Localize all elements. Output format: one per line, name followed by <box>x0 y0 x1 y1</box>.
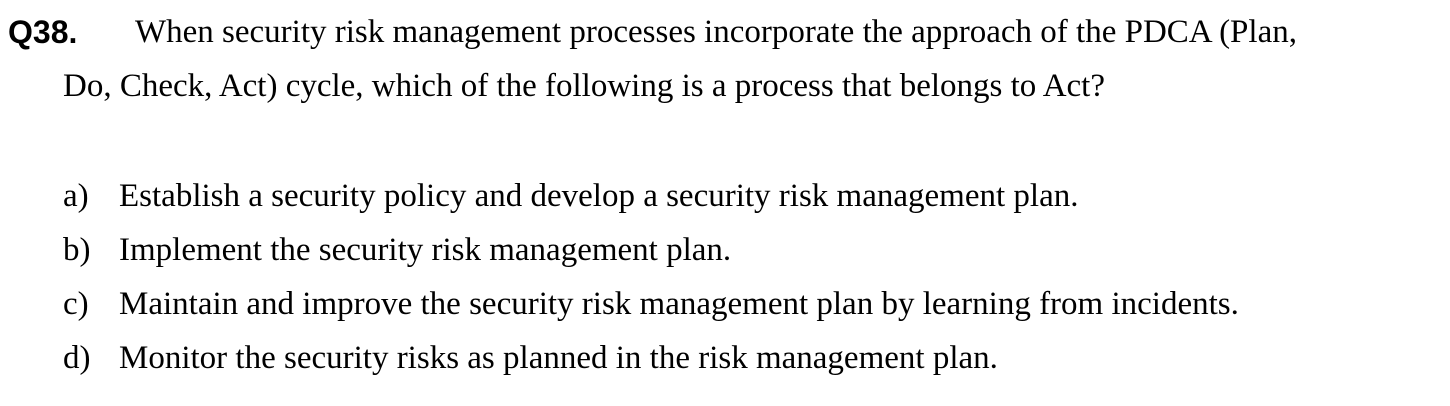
option-d-letter: d) <box>63 340 91 376</box>
option-b-letter: b) <box>63 232 91 268</box>
option-c-letter: c) <box>63 286 89 322</box>
question-text-line-2: Do, Check, Act) cycle, which of the foll… <box>63 68 1105 104</box>
option-b-text: Implement the security risk management p… <box>119 232 732 268</box>
option-d-text: Monitor the security risks as planned in… <box>119 340 998 376</box>
option-a-text: Establish a security policy and develop … <box>119 178 1079 214</box>
question-text-line-1: When security risk management processes … <box>135 14 1297 50</box>
option-a-letter: a) <box>63 178 89 214</box>
question-number: Q38. <box>8 14 78 50</box>
option-c-text: Maintain and improve the security risk m… <box>119 286 1239 322</box>
